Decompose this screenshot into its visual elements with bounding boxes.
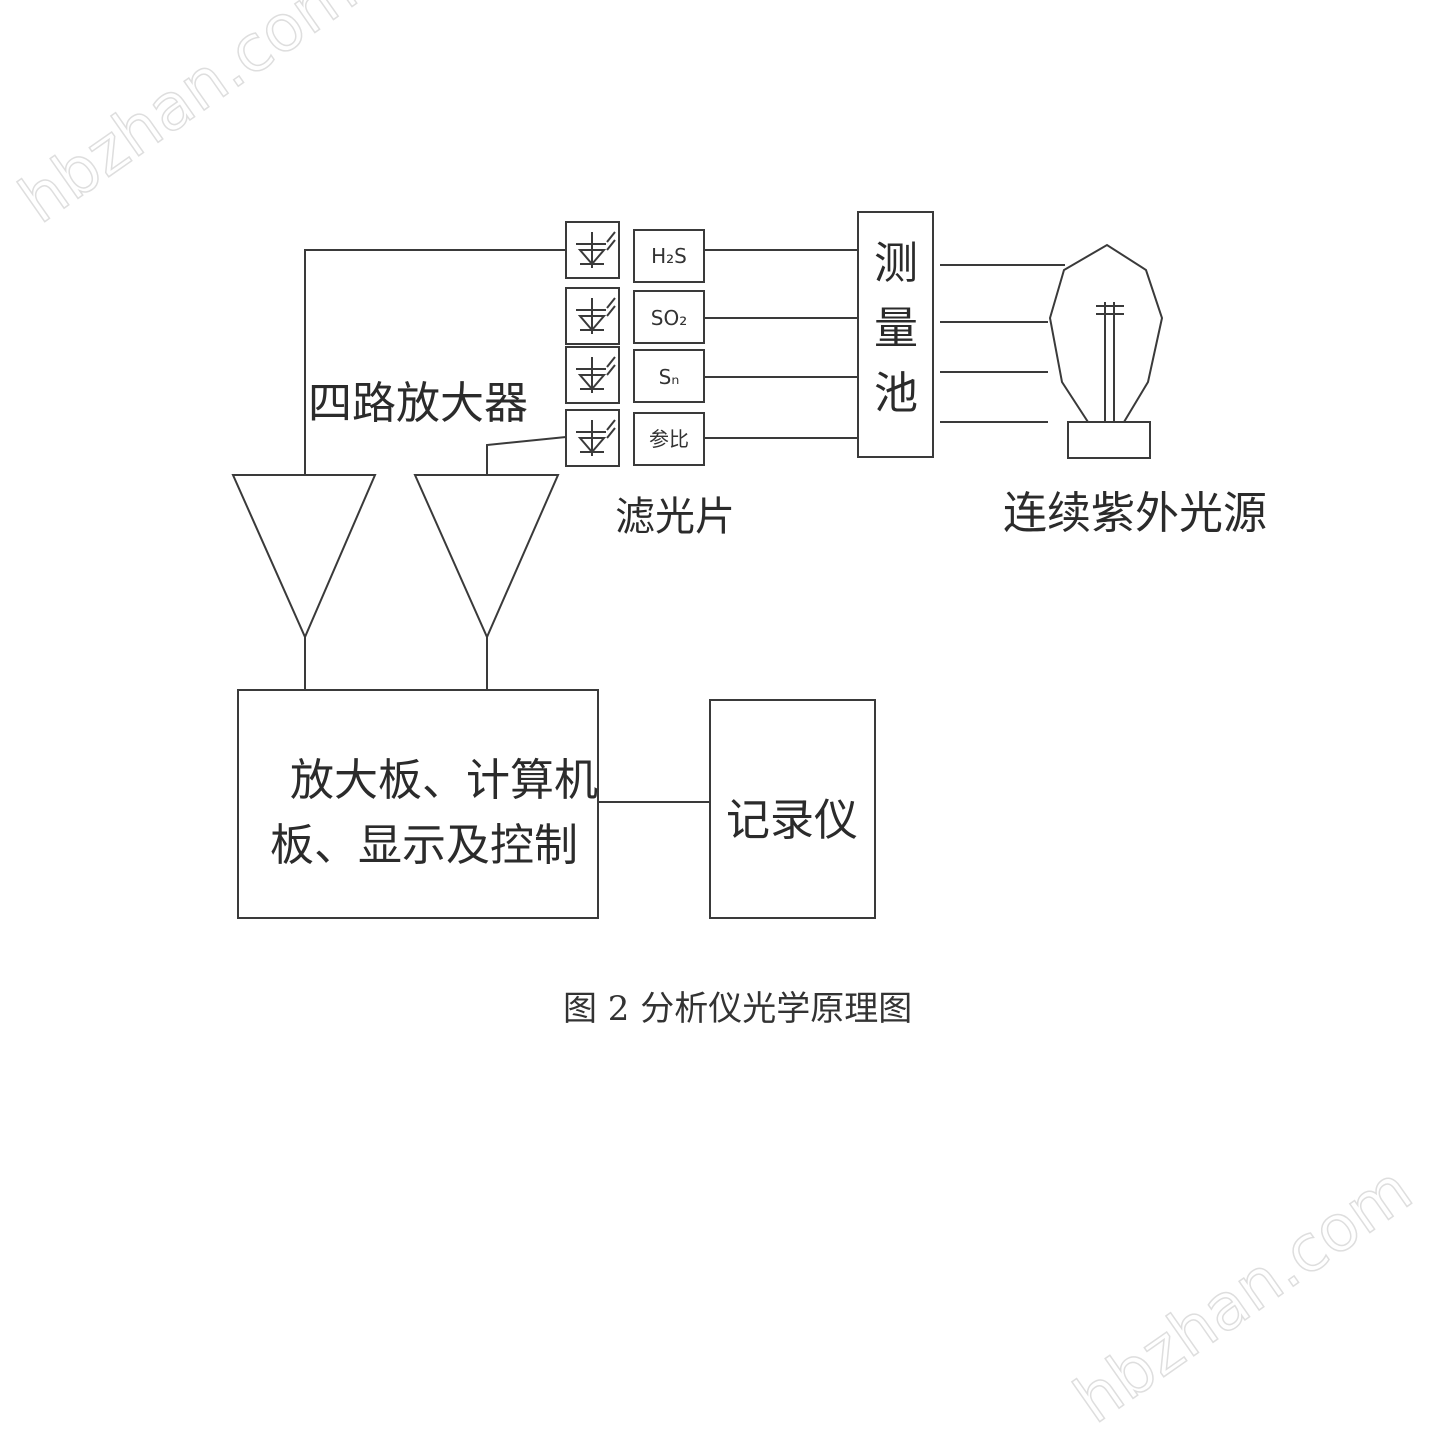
- photodiode-icon: [576, 419, 616, 456]
- filter-label: 滤光片: [615, 494, 735, 540]
- detector-row-1: H₂S: [565, 221, 705, 283]
- cell-char-2: 量: [874, 303, 918, 354]
- uv-lamp-icon: [1048, 243, 1164, 459]
- photodiode-icon: [576, 297, 616, 334]
- cell-char-3: 池: [874, 368, 918, 419]
- filter-label-so2: SO₂: [651, 306, 687, 330]
- filter-label-sn: Sₙ: [659, 365, 680, 389]
- control-board-box: [237, 689, 599, 919]
- filter-label-reference: 参比: [649, 427, 689, 451]
- amplifier-triangle-1: [231, 474, 377, 640]
- cell-char-1: 测: [874, 238, 918, 289]
- filter-box-1: [633, 229, 705, 283]
- watermark-top: hbzhan.com: [7, 0, 371, 238]
- watermark-bottom: hbzhan.com: [1062, 1153, 1426, 1439]
- filter-box-3: [633, 349, 705, 403]
- filter-label-h2s: H₂S: [651, 244, 687, 268]
- figure-caption: 图 2 分析仪光学原理图: [563, 989, 912, 1029]
- photodiode-icon: [576, 356, 616, 393]
- amplifier-triangle-2: [413, 474, 560, 640]
- light-source-label: 连续紫外光源: [1003, 488, 1267, 539]
- board-label-line1: 放大板、计算机: [290, 755, 598, 806]
- photodiode-icon: [576, 231, 616, 268]
- measurement-cell: [857, 211, 934, 458]
- recorder-label: 记录仪: [726, 795, 858, 846]
- detector-row-2: SO₂: [565, 287, 705, 345]
- filter-box-4: [633, 412, 705, 466]
- photodiode-2: [565, 287, 620, 345]
- detector-row-4: 参比: [565, 409, 705, 467]
- amplifier-label: 四路放大器: [308, 378, 528, 429]
- wire-amp1-to-detector1: [304, 249, 566, 475]
- recorder-box: [709, 699, 876, 919]
- filter-box-2: [633, 290, 705, 344]
- detector-row-3: Sₙ: [565, 346, 705, 404]
- board-label-line2: 板、显示及控制: [270, 820, 578, 871]
- wire-amp2-to-detector4: [486, 436, 567, 475]
